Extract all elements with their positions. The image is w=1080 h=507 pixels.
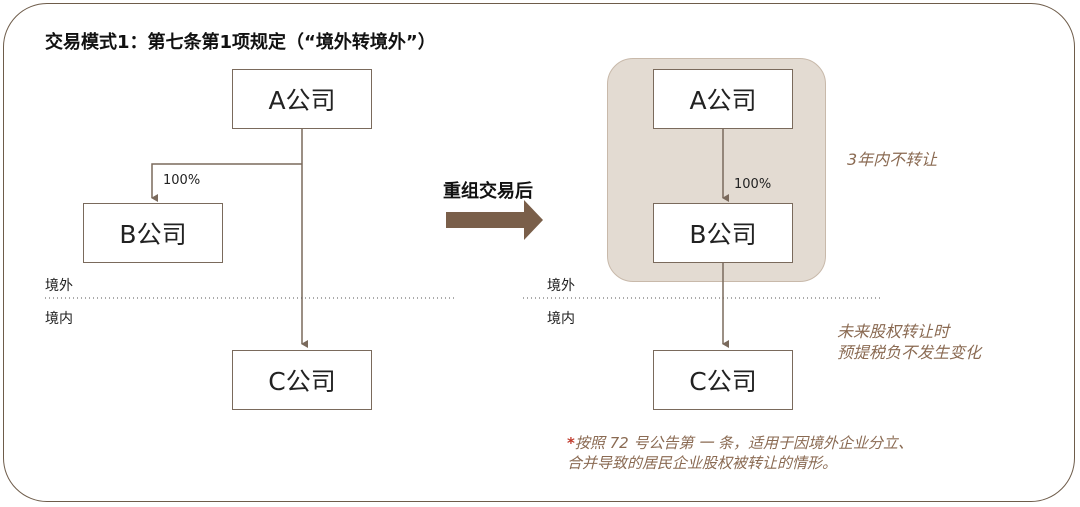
left-ownership-label: 100% (163, 173, 201, 188)
future-transfer-note-line2: 预提税负不发生变化 (837, 343, 982, 362)
page-title: 交易模式1：第七条第1项规定（“境外转境外”） (45, 32, 436, 53)
future-transfer-note-line1: 未来股权转让时 (837, 322, 950, 341)
footnote-line2: 合并导致的居民企业股权被转让的情形。 (567, 454, 838, 472)
right-ownership-label: 100% (734, 177, 772, 192)
left-a-to-b-line (151, 163, 302, 202)
footnote-text1: 按照 72 号公告第 一 条，适用于因境外企业分立、 (574, 434, 914, 452)
outer-frame (3, 3, 1075, 502)
right-inside-label: 境内 (547, 311, 575, 327)
left-company-a-box: A公司 (232, 69, 372, 129)
restructure-arrow (446, 200, 543, 240)
right-outside-label: 境外 (547, 278, 575, 294)
right-company-c-box: C公司 (653, 350, 793, 410)
footnote: *按照 72 号公告第 一 条，适用于因境外企业分立、 合并导致的居民企业股权被… (567, 433, 913, 473)
no-transfer-note: 3年内不转让 (847, 150, 938, 169)
right-company-a-box: A公司 (653, 69, 793, 129)
left-company-b-box: B公司 (83, 203, 223, 263)
right-company-b-box: B公司 (653, 203, 793, 263)
footnote-star: * (567, 434, 575, 452)
left-inside-label: 境内 (45, 311, 73, 327)
left-company-c-box: C公司 (232, 350, 372, 410)
left-outside-label: 境外 (45, 278, 73, 294)
restructure-arrow-label: 重组交易后 (443, 181, 533, 202)
footnote-line1: *按照 72 号公告第 一 条，适用于因境外企业分立、 (567, 433, 913, 453)
